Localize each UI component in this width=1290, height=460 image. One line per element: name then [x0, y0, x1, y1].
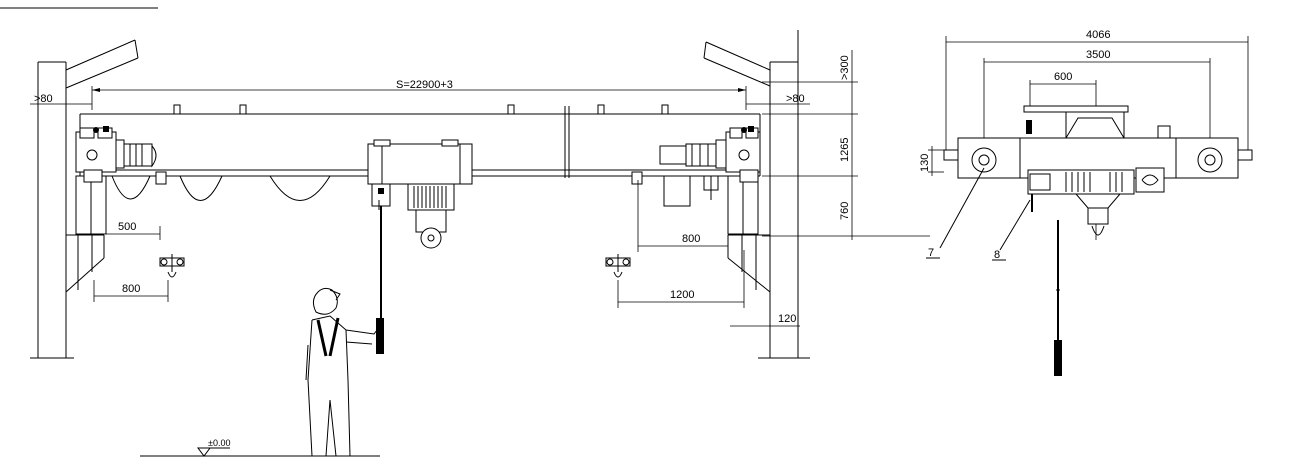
- pendant-right-label: 1200: [670, 289, 694, 301]
- hook-left-limit-label: 500: [118, 221, 136, 233]
- wheel-item-callout: 7: [928, 247, 934, 259]
- floor-level-label: ±0.00: [208, 438, 230, 448]
- left-hook-symbol: [159, 254, 185, 278]
- overall-width-label: 4066: [1086, 29, 1110, 41]
- crane-height-label: 1265: [839, 138, 851, 162]
- left-clearance-dimension: >80: [30, 93, 92, 105]
- right-hook-symbol: [605, 254, 631, 278]
- right-clearance-dimension: >80: [746, 93, 810, 105]
- hook-height-label: 760: [839, 202, 851, 220]
- wheel-base-label: 3500: [1086, 49, 1110, 61]
- left-building-column: [30, 39, 139, 359]
- right-building-column: [703, 30, 810, 359]
- pendant-left-label: 800: [122, 283, 140, 295]
- hook-left-limit-dimension: 500: [78, 221, 161, 240]
- right-clearance-label: >80: [786, 93, 805, 105]
- side-view: 4066 3500 600 130: [919, 29, 1253, 376]
- left-end-carriage: [75, 126, 157, 183]
- trolley-gauge-label: 600: [1054, 71, 1072, 83]
- buffer-item-callout: 8: [994, 249, 1000, 261]
- end-beam-height-label: 130: [919, 154, 931, 172]
- vertical-dimensions: >300 1265 760: [762, 50, 930, 240]
- hook-right-limit-label: 800: [682, 233, 700, 245]
- pendant-left-dimension: 800: [93, 280, 169, 302]
- hook-right-limit-dimension: 800: [637, 180, 728, 252]
- span-label: S=22900+3: [396, 79, 453, 91]
- pendant-right-dimension: 1200: [617, 250, 745, 308]
- operator-figure: [305, 287, 381, 457]
- left-clearance-label: >80: [34, 93, 53, 105]
- right-end-carriage: [659, 126, 761, 207]
- electric-hoist: [367, 139, 473, 354]
- span-dimension: S=22900+3: [91, 79, 747, 110]
- rail-offset-label: 120: [778, 313, 796, 325]
- rail-offset-dimension: 120: [730, 313, 800, 332]
- top-clearance-label: >300: [839, 55, 851, 80]
- floor-level: ±0.00: [140, 438, 380, 457]
